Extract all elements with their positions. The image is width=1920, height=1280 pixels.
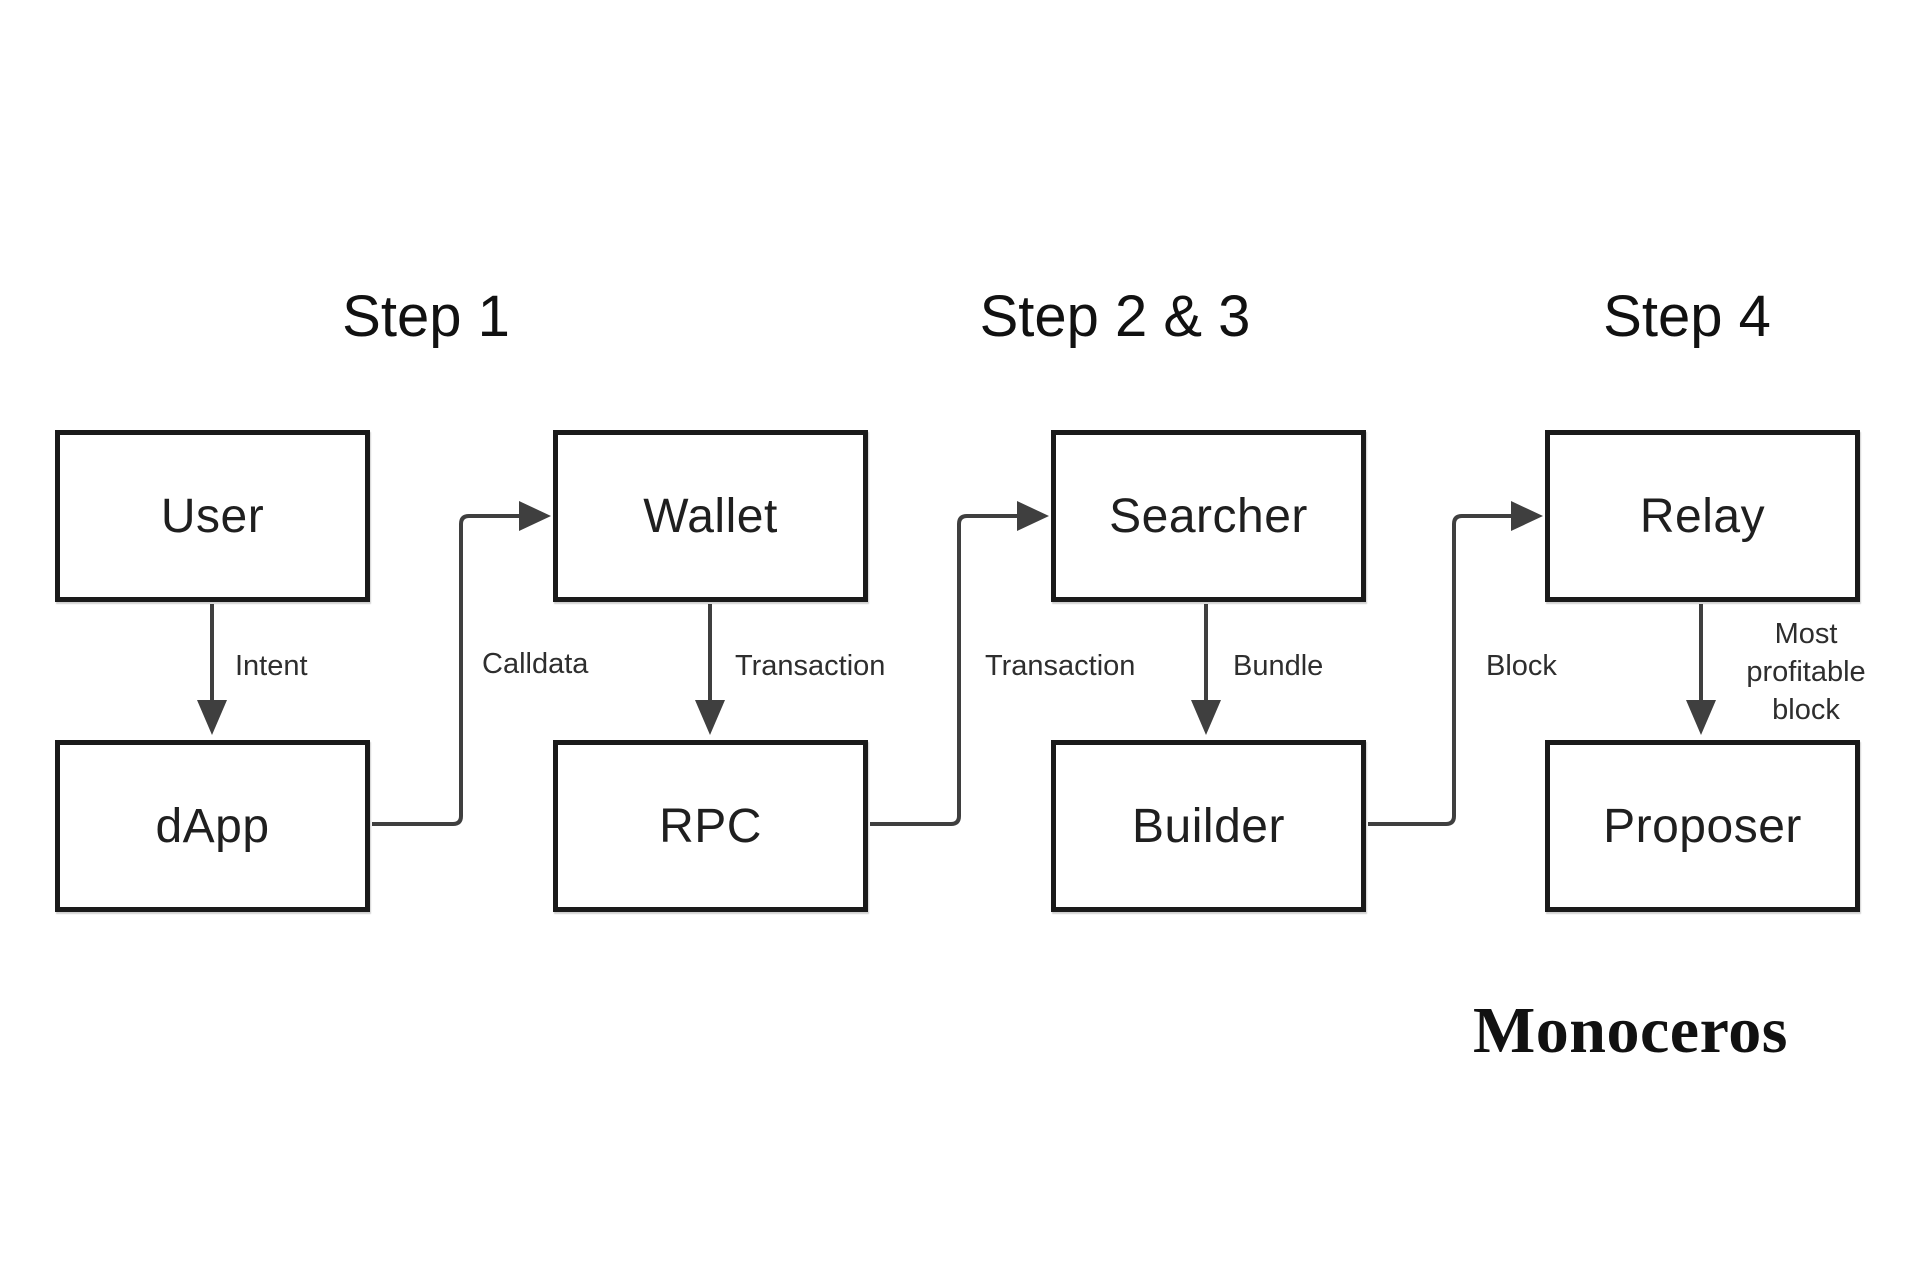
step-4-title: Step 4 bbox=[1603, 284, 1771, 349]
edge-dapp-wallet bbox=[372, 514, 519, 826]
node-wallet: Wallet bbox=[553, 430, 868, 602]
node-dapp: dApp bbox=[55, 740, 370, 912]
edge-label-block: Block bbox=[1486, 650, 1557, 682]
arrowhead-user-dapp bbox=[197, 700, 227, 735]
edge-label-intent: Intent bbox=[235, 650, 308, 682]
arrowhead-relay-proposer bbox=[1686, 700, 1716, 735]
arrowhead-builder-relay bbox=[1511, 501, 1543, 531]
edge-label-most-profitable-block: Most profitable block bbox=[1746, 618, 1866, 726]
edge-label-transaction-rpc-searcher: Transaction bbox=[985, 650, 1136, 682]
edge-label-calldata: Calldata bbox=[482, 648, 589, 680]
node-proposer: Proposer bbox=[1545, 740, 1860, 912]
node-user: User bbox=[55, 430, 370, 602]
node-relay: Relay bbox=[1545, 430, 1860, 602]
node-builder: Builder bbox=[1051, 740, 1366, 912]
arrowhead-dapp-wallet bbox=[519, 501, 551, 531]
arrowhead-wallet-rpc bbox=[695, 700, 725, 735]
step-2-3-title: Step 2 & 3 bbox=[979, 284, 1251, 349]
edge-builder-relay bbox=[1368, 514, 1511, 826]
monoceros-logo: Monoceros bbox=[1473, 994, 1788, 1067]
edge-rpc-searcher bbox=[870, 514, 1017, 826]
arrowhead-searcher-builder bbox=[1191, 700, 1221, 735]
edge-label-transaction-wallet-rpc: Transaction bbox=[735, 650, 886, 682]
step-1-title: Step 1 bbox=[342, 284, 510, 349]
node-searcher: Searcher bbox=[1051, 430, 1366, 602]
node-rpc: RPC bbox=[553, 740, 868, 912]
arrowhead-rpc-searcher bbox=[1017, 501, 1049, 531]
edge-label-bundle: Bundle bbox=[1233, 650, 1324, 682]
